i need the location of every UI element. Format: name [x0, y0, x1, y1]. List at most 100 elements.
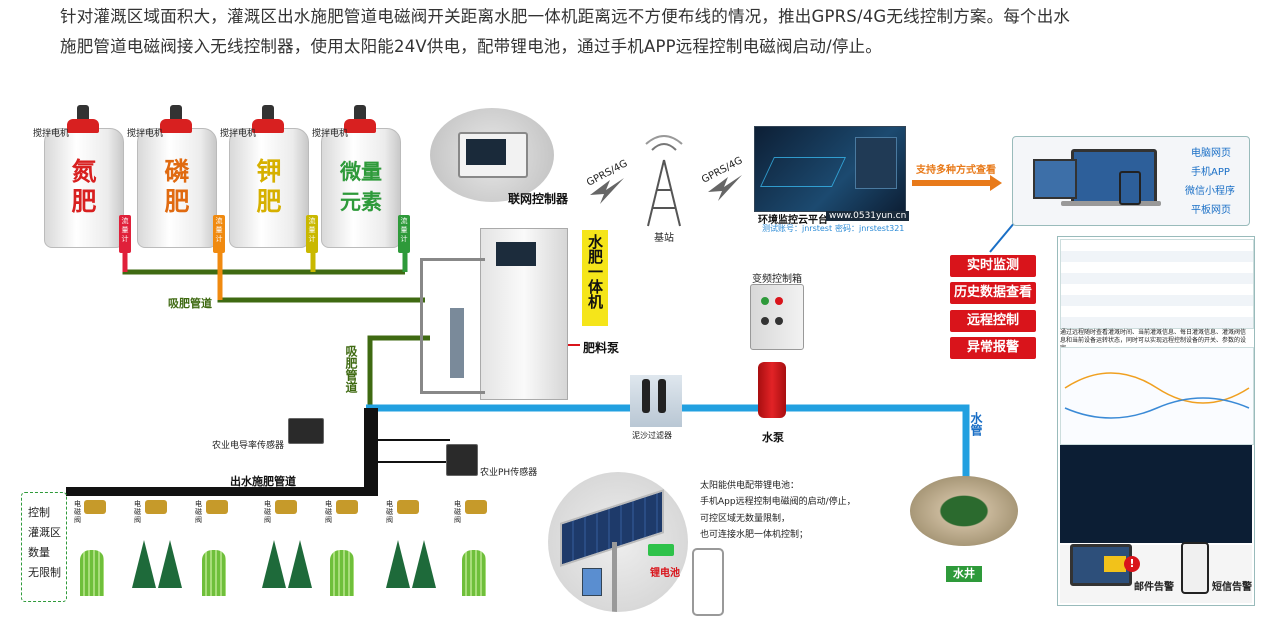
base-station-tower	[645, 135, 683, 227]
feature-remote-control[interactable]: 远程控制	[950, 310, 1036, 332]
dashboard-screenshot: 通过远程随时查看灌溉时间、当前灌溉信息、每日灌溉信息、灌溉阀信息和当前设备运转状…	[1057, 236, 1255, 606]
sand-filter	[630, 375, 682, 427]
cloud-url: www.0531yun.cn	[826, 211, 910, 221]
tree-6	[412, 540, 436, 588]
flow-meter-1: 流量计	[119, 215, 131, 253]
tree-1	[132, 540, 156, 588]
solar-note-4: 也可连接水肥一体机控制；	[700, 530, 809, 540]
outlet-pipe-label: 出水施肥管道	[230, 475, 296, 488]
net-controller-image	[430, 108, 554, 202]
valve-label-2: 电磁阀	[134, 500, 141, 524]
valve-label-3: 电磁阀	[195, 500, 202, 524]
tank-nitrogen: 氮 肥	[44, 105, 124, 248]
suction-pipe-vertical-label: 吸肥管道	[344, 345, 358, 393]
tree-3	[262, 540, 286, 588]
motor-label-4: 搅拌电机	[312, 129, 349, 139]
valve-label-5: 电磁阀	[325, 500, 332, 524]
tank-nitrogen-label: 氮 肥	[71, 157, 97, 216]
signal-bolt-left	[590, 178, 624, 204]
intro-text: 针对灌溉区域面积大，灌溉区出水施肥管道电磁阀开关距离水肥一体机距离远不方便布线的…	[60, 2, 1230, 62]
ph-sensor-label: 农业PH传感器	[480, 468, 538, 478]
well-label-box: 水井	[946, 566, 982, 582]
view-option-wechat: 微信小程序	[1185, 186, 1235, 197]
motor-label-3: 搅拌电机	[220, 129, 257, 139]
water-fert-machine-label-box: 水肥一体机	[582, 230, 608, 326]
well-label: 水井	[953, 567, 975, 580]
conductivity-sensor-label: 农业电导率传感器	[212, 441, 285, 451]
tank-potassium-label: 钾 肥	[256, 157, 282, 216]
water-pump	[758, 362, 786, 418]
water-fert-machine-label: 水肥一体机	[586, 234, 604, 309]
solenoid-valve-2[interactable]	[145, 500, 167, 514]
motor-label-1: 搅拌电机	[33, 129, 70, 139]
intro-line-1: 针对灌溉区域面积大，灌溉区出水施肥管道电磁阀开关距离水肥一体机距离远不方便布线的…	[60, 7, 1071, 26]
phone-app-image	[692, 548, 724, 616]
motor-label-2: 搅拌电机	[127, 129, 164, 139]
solar-note-3: 可控区域无数量限制，	[700, 514, 791, 524]
cloud-platform-screen	[754, 126, 906, 212]
net-controller-label: 联网控制器	[508, 192, 569, 206]
tree-4	[288, 540, 312, 588]
intro-line-2: 施肥管道电磁阀接入无线控制器，使用太阳能24V供电，配带锂电池，通过手机APP远…	[60, 37, 882, 56]
ph-sensor	[446, 444, 478, 476]
water-pump-label: 水泵	[762, 431, 784, 444]
flow-meter-3: 流量计	[306, 215, 318, 253]
cloud-title: 环境监控云平台	[758, 215, 828, 226]
suction-pipe-vertical	[367, 335, 430, 408]
tree-5	[386, 540, 410, 588]
base-station-label: 基站	[654, 233, 674, 244]
lithium-label: 锂电池	[650, 568, 680, 579]
vfd-box-label: 变频控制箱	[752, 274, 802, 285]
multi-view-label: 支持多种方式查看	[916, 165, 996, 176]
solar-note-2: 手机App远程控制电磁阀的启动/停止，	[700, 497, 856, 507]
solenoid-valve-6[interactable]	[397, 500, 419, 514]
water-well	[910, 476, 1018, 546]
feature-realtime-monitor[interactable]: 实时监测	[950, 255, 1036, 277]
control-note-box: 控制 灌溉区 数量 无限制	[21, 492, 67, 602]
email-alarm-label: 邮件告警	[1134, 582, 1174, 593]
water-fert-machine	[420, 228, 568, 400]
water-pipe-line	[366, 404, 970, 500]
flow-meter-2: 流量计	[213, 215, 225, 253]
view-option-tablet: 平板网页	[1191, 205, 1231, 216]
grass-2	[202, 550, 226, 596]
view-option-app: 手机APP	[1191, 167, 1230, 178]
view-option-pc: 电脑网页	[1191, 148, 1231, 159]
dashboard-curve	[1064, 372, 1250, 419]
solenoid-valve-1[interactable]	[84, 500, 106, 514]
grass-1	[80, 550, 104, 596]
suction-pipe-label: 吸肥管道	[168, 297, 212, 310]
sms-alarm-phone	[1181, 542, 1209, 594]
fert-pump-label: 肥料泵	[583, 341, 620, 355]
tank-trace-label: 微量 元素	[340, 160, 382, 214]
tank-trace-elements: 微量 元素	[321, 105, 401, 248]
feature-history-data[interactable]: 历史数据查看	[950, 282, 1036, 304]
grass-4	[462, 550, 486, 596]
sms-alarm-label: 短信告警	[1212, 582, 1252, 593]
solenoid-valve-7[interactable]	[465, 500, 487, 514]
valve-label-7: 电磁阀	[454, 500, 461, 524]
email-envelope-icon	[1104, 556, 1126, 572]
view-options-panel	[1012, 136, 1250, 226]
solenoid-valve-5[interactable]	[336, 500, 358, 514]
feature-alarm[interactable]: 异常报警	[950, 337, 1036, 359]
tank-potassium: 钾 肥	[229, 105, 309, 248]
conductivity-sensor	[288, 418, 324, 444]
tree-2	[158, 540, 182, 588]
tank-phosphorus-label: 磷 肥	[164, 157, 190, 216]
solenoid-valve-4[interactable]	[275, 500, 297, 514]
grass-3	[330, 550, 354, 596]
water-pipe-label: 水管	[969, 412, 983, 436]
vfd-box	[750, 284, 804, 350]
solenoid-valve-3[interactable]	[206, 500, 228, 514]
sand-filter-label: 泥沙过滤器	[632, 431, 672, 440]
cloud-password: 密码：jnrstest321	[835, 224, 905, 233]
cloud-account: 测试账号：jnrstest	[762, 224, 833, 233]
control-note-text: 控制 灌溉区 数量 无限制	[28, 506, 61, 579]
tank-phosphorus: 磷 肥	[137, 105, 217, 248]
solar-note-1: 太阳能供电配带锂电池：	[700, 481, 800, 491]
signal-bolt-right	[708, 175, 742, 201]
valve-label-1: 电磁阀	[74, 500, 81, 524]
alert-icon: !	[1124, 556, 1140, 572]
solar-panel-circle	[548, 472, 688, 612]
